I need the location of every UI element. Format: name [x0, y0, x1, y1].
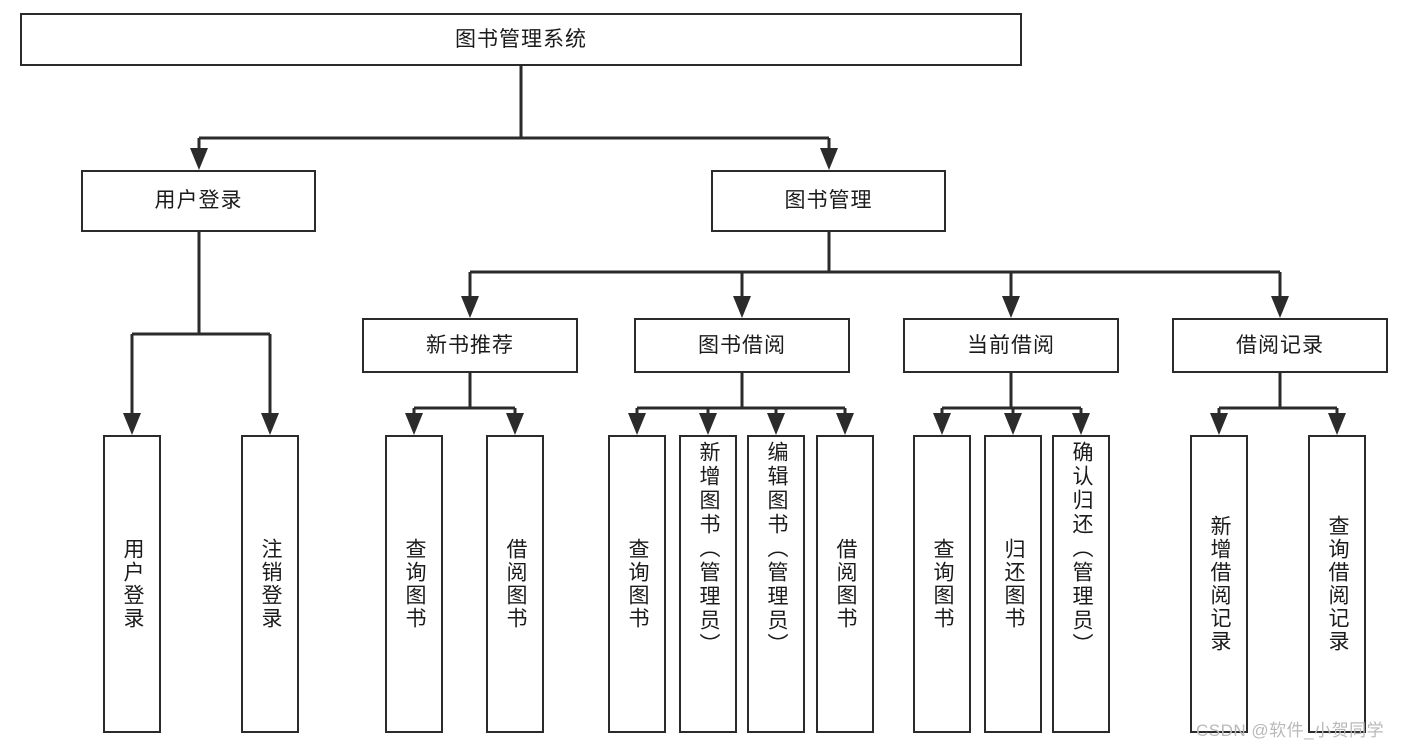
- node-label: 新增图书（管理员）: [697, 441, 721, 657]
- arrow-head: [1271, 296, 1289, 318]
- arrow-head: [261, 413, 279, 435]
- node-leaf-query-book-2[interactable]: 查询图书: [608, 435, 666, 733]
- node-user-login[interactable]: 用户登录: [81, 170, 316, 232]
- arrow-head: [506, 413, 524, 435]
- arrow-head: [699, 413, 717, 435]
- node-leaf-query-book-3[interactable]: 查询图书: [913, 435, 971, 733]
- node-new-book-recommend[interactable]: 新书推荐: [362, 318, 578, 373]
- arrow-head: [1210, 413, 1228, 435]
- node-leaf-confirm-return[interactable]: 确认归还（管理员）: [1052, 435, 1110, 733]
- arrow-head: [1004, 413, 1022, 435]
- node-label: 图书管理: [784, 189, 873, 213]
- node-label: 注销登录: [259, 538, 283, 630]
- node-leaf-edit-book[interactable]: 编辑图书（管理员）: [747, 435, 805, 733]
- node-leaf-add-book[interactable]: 新增图书（管理员）: [679, 435, 737, 733]
- node-label: 借阅图书: [834, 538, 858, 630]
- node-root[interactable]: 图书管理系统: [20, 13, 1022, 66]
- arrow-head: [820, 148, 838, 170]
- node-leaf-user-login[interactable]: 用户登录: [103, 435, 161, 733]
- node-book-borrow[interactable]: 图书借阅: [634, 318, 850, 373]
- node-label: 新增借阅记录: [1208, 515, 1232, 653]
- arrow-head: [461, 296, 479, 318]
- watermark: CSDN @软件_小贺同学: [1196, 721, 1385, 740]
- node-leaf-return-book[interactable]: 归还图书: [984, 435, 1042, 733]
- arrow-head: [1072, 413, 1090, 435]
- node-leaf-logout[interactable]: 注销登录: [241, 435, 299, 733]
- node-label: 图书管理系统: [455, 27, 587, 51]
- arrow-head: [1002, 296, 1020, 318]
- node-label: 用户登录: [154, 189, 243, 213]
- node-leaf-query-book-1[interactable]: 查询图书: [385, 435, 443, 733]
- arrow-head: [190, 148, 208, 170]
- arrow-head: [123, 413, 141, 435]
- node-label: 图书借阅: [698, 333, 786, 357]
- arrow-head: [1328, 413, 1346, 435]
- arrow-head: [836, 413, 854, 435]
- node-label: 查询图书: [626, 538, 650, 630]
- arrow-head: [405, 413, 423, 435]
- node-current-borrow[interactable]: 当前借阅: [903, 318, 1119, 373]
- node-label: 借阅图书: [504, 538, 528, 630]
- arrow-head: [933, 413, 951, 435]
- node-book-manage[interactable]: 图书管理: [711, 170, 946, 232]
- node-label: 查询借阅记录: [1326, 515, 1350, 653]
- node-label: 借阅记录: [1236, 333, 1324, 357]
- node-label: 查询图书: [403, 538, 427, 630]
- node-label: 用户登录: [121, 538, 145, 630]
- arrow-head: [767, 413, 785, 435]
- node-label: 当前借阅: [967, 333, 1055, 357]
- arrow-head: [628, 413, 646, 435]
- node-label: 编辑图书（管理员）: [765, 441, 789, 657]
- arrow-head: [733, 296, 751, 318]
- node-leaf-add-record[interactable]: 新增借阅记录: [1190, 435, 1248, 733]
- node-label: 新书推荐: [426, 333, 514, 357]
- node-borrow-record[interactable]: 借阅记录: [1172, 318, 1388, 373]
- node-leaf-borrow-book-2[interactable]: 借阅图书: [816, 435, 874, 733]
- node-leaf-borrow-book-1[interactable]: 借阅图书: [486, 435, 544, 733]
- node-label: 查询图书: [931, 538, 955, 630]
- node-leaf-query-record[interactable]: 查询借阅记录: [1308, 435, 1366, 733]
- node-label: 归还图书: [1002, 538, 1026, 630]
- node-label: 确认归还（管理员）: [1070, 441, 1094, 657]
